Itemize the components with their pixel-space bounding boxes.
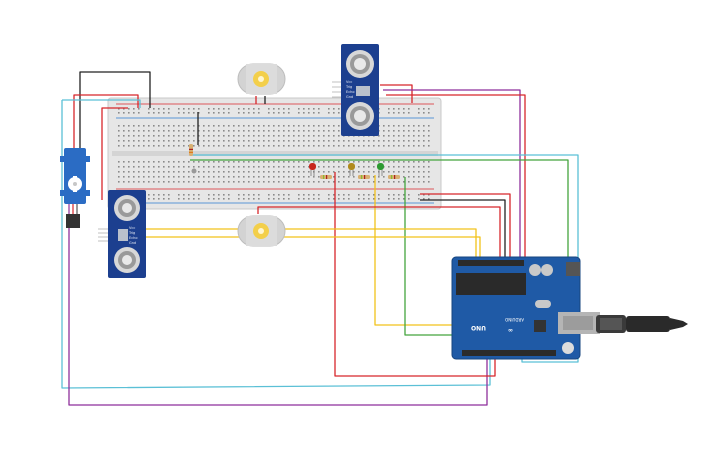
wire-purple-sensor-top[interactable] bbox=[383, 89, 521, 258]
wire-yellow-motor2[interactable] bbox=[146, 236, 481, 258]
ultra-left-pin-1: Vcc bbox=[129, 226, 135, 230]
ultra-top-pin-4: Gnd bbox=[346, 95, 353, 99]
resistor-3[interactable] bbox=[388, 175, 400, 179]
breadboard-holes bbox=[118, 108, 430, 200]
wire-red-left[interactable] bbox=[101, 107, 128, 200]
wire-red-sensor-top2[interactable] bbox=[386, 94, 526, 258]
wire-red-bottom[interactable] bbox=[334, 172, 496, 377]
wire-yellow-motor1[interactable] bbox=[146, 228, 477, 258]
ultra-left-pin-2: Trig bbox=[128, 231, 135, 235]
wire-red-sensor-top[interactable] bbox=[380, 84, 413, 103]
wire-black-gnd[interactable] bbox=[420, 199, 506, 258]
arduino-logo: ∞ bbox=[508, 327, 513, 334]
dc-motor-top[interactable] bbox=[237, 63, 286, 95]
wire-black-top[interactable] bbox=[79, 71, 151, 148]
resistor-4[interactable] bbox=[189, 144, 193, 156]
servo-motor[interactable] bbox=[60, 148, 90, 228]
wire-red-motor[interactable] bbox=[257, 206, 501, 258]
ultra-top-pin-2: Trig bbox=[345, 85, 352, 89]
wire-cyan-top[interactable] bbox=[62, 99, 141, 108]
arduino-uno[interactable]: UNO ARDUINO ∞ bbox=[451, 256, 600, 360]
wire-cyan-right[interactable] bbox=[190, 154, 579, 363]
ultrasonic-sensor-left[interactable]: Vcc Trig Echo Gnd bbox=[98, 190, 146, 278]
wire-purple-left[interactable] bbox=[68, 215, 488, 406]
arduino-brand: ARDUINO bbox=[505, 317, 524, 322]
wire-red-servo[interactable] bbox=[73, 94, 139, 148]
led-red[interactable] bbox=[309, 163, 316, 176]
breadboard[interactable] bbox=[107, 97, 442, 210]
photoresistor[interactable] bbox=[191, 168, 197, 174]
dc-motor-bottom[interactable] bbox=[237, 215, 286, 247]
resistors bbox=[189, 144, 400, 179]
led-green[interactable] bbox=[377, 163, 384, 176]
ultra-left-pin-4: Gnd bbox=[129, 241, 136, 245]
led-yellow[interactable] bbox=[348, 163, 355, 176]
arduino-label: UNO bbox=[471, 324, 486, 331]
wire-cyan-left[interactable] bbox=[61, 100, 491, 389]
ultra-left-pin-3: Echo bbox=[129, 236, 138, 240]
resistor-1[interactable] bbox=[320, 175, 332, 179]
ultra-top-pin-1: Vcc bbox=[346, 80, 352, 84]
usb-cable[interactable] bbox=[596, 315, 688, 333]
ultra-top-pin-3: Echo bbox=[346, 90, 355, 94]
resistor-2[interactable] bbox=[358, 175, 370, 179]
ultrasonic-sensor-top[interactable]: Vcc Trig Echo Gnd bbox=[332, 44, 379, 136]
wire-red-bb[interactable] bbox=[420, 193, 511, 258]
